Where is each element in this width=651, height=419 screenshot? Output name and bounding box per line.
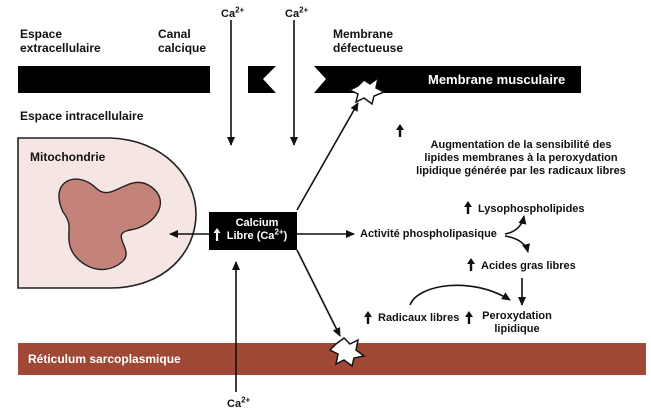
up-arrow-icon <box>464 201 472 214</box>
label-ca-bottom: Ca2+ <box>227 395 251 411</box>
up-arrow-icon <box>396 124 404 137</box>
free-calcium-base: Libre (Ca <box>226 230 275 242</box>
label-lipid-peroxidation-line1: Peroxydation <box>482 310 552 322</box>
label-lipid-sensitivity-line1: Augmentation de la sensibilité des <box>430 139 612 151</box>
reticulum-damage-splash <box>328 337 366 368</box>
arrows <box>169 20 530 392</box>
arrow-to-acides-gras <box>504 235 530 253</box>
label-extracellular-line2: extracellulaire <box>20 41 101 55</box>
calcium-box-bg <box>209 212 297 250</box>
up-arrow-icon <box>467 258 475 271</box>
label-defective-membrane: Membrane défectueuse <box>333 27 403 55</box>
up-arrow-icon <box>213 228 221 241</box>
mitochondrion <box>17 137 197 289</box>
label-calcium-channel: Canal calcique <box>158 27 206 55</box>
membrane-damage-splash-top <box>348 76 386 106</box>
label-free-fatty-acids: Acides gras libres <box>481 260 576 272</box>
arrow-to-lysophospholipides <box>504 215 527 235</box>
label-intracellular: Espace intracellulaire <box>20 109 144 123</box>
label-muscle-membrane: Membrane musculaire <box>428 72 566 87</box>
label-ca-top-1: Ca2+ <box>221 5 245 21</box>
label-extracellular: Espace extracellulaire <box>20 27 101 55</box>
label-lipid-sensitivity-line3: lipidique générée par les radicaux libre… <box>416 165 626 177</box>
label-sarcoplasmic-reticulum: Réticulum sarcoplasmique <box>28 352 181 366</box>
label-defective-membrane-line2: défectueuse <box>333 41 404 55</box>
label-lipid-peroxidation: Peroxydation lipidique <box>477 310 557 336</box>
label-free-calcium: Calcium Libre (Ca2+) <box>218 217 296 243</box>
label-lipid-sensitivity: Augmentation de la sensibilité des lipid… <box>402 139 640 178</box>
arrow-radicaux-to-peroxydation <box>409 284 511 306</box>
increase-icons <box>213 124 475 324</box>
arrow-to-reticulum <box>296 249 341 337</box>
label-phospholipase: Activité phospholipasique <box>360 228 497 240</box>
label-lysophospholipids: Lysophospholipides <box>478 203 585 215</box>
ca-superscript: 2+ <box>235 5 245 15</box>
label-lipid-peroxidation-line2: lipidique <box>494 323 540 335</box>
ca-superscript: 2+ <box>241 395 251 405</box>
label-calcium-channel-line2: calcique <box>158 41 207 55</box>
label-calcium-channel-line1: Canal <box>158 27 191 41</box>
up-arrow-icon <box>364 311 372 324</box>
label-mitochondrion: Mitochondrie <box>30 150 106 164</box>
label-free-calcium-line1: Calcium <box>235 217 279 229</box>
label-extracellular-line1: Espace <box>20 27 63 41</box>
muscle-membrane <box>18 66 581 93</box>
arrow-to-membrane <box>296 102 359 211</box>
free-calcium-end: ) <box>283 230 288 242</box>
free-calcium-superscript: 2+ <box>274 227 284 237</box>
ca-base: Ca <box>285 8 300 20</box>
label-free-calcium-line2: Libre (Ca2+) <box>218 227 296 243</box>
up-arrow-icon <box>465 311 473 324</box>
label-lipid-sensitivity-line2: lipides membranes à la peroxydation <box>424 152 618 164</box>
label-free-radicals: Radicaux libres <box>378 312 460 324</box>
label-defective-membrane-line1: Membrane <box>333 27 394 41</box>
ca-superscript: 2+ <box>299 5 309 15</box>
label-ca-top-2: Ca2+ <box>285 5 309 21</box>
ca-base: Ca <box>221 8 236 20</box>
ca-base: Ca <box>227 398 242 410</box>
